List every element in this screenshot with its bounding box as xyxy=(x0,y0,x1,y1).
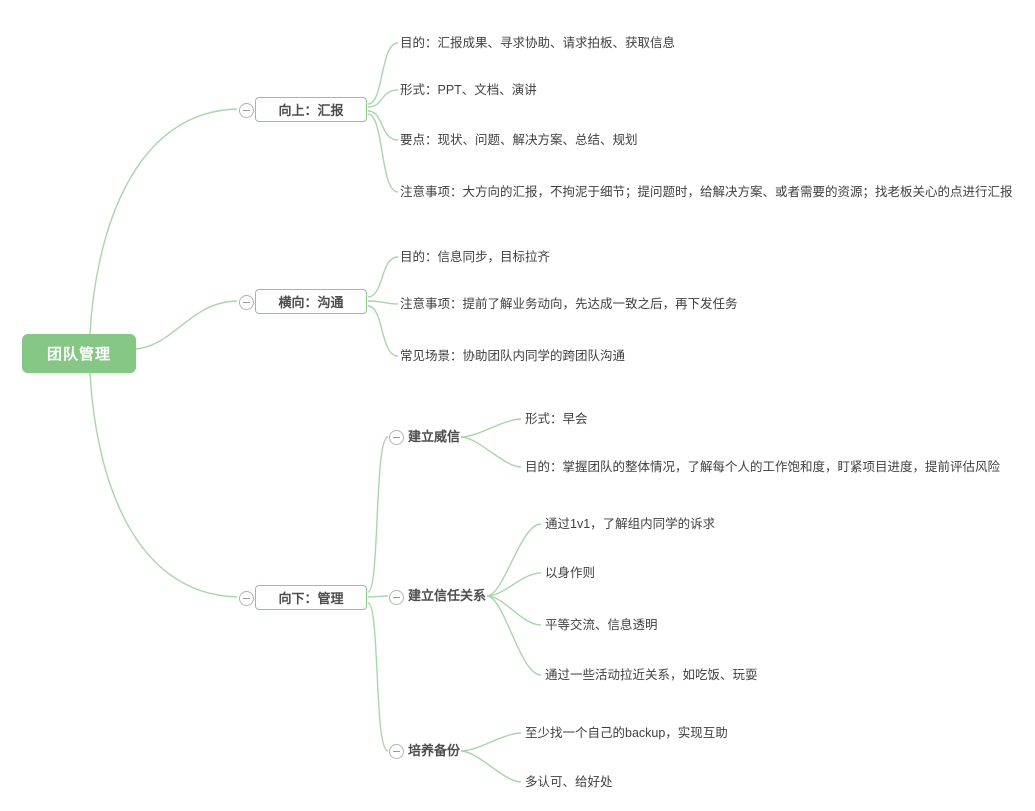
leaf-node[interactable]: 通过1v1，了解组内同学的诉求 xyxy=(545,517,716,531)
leaf-node[interactable]: 平等交流、信息透明 xyxy=(545,618,658,632)
leaf-node[interactable]: 至少找一个自己的backup，实现互助 xyxy=(525,726,728,740)
collapse-icon[interactable] xyxy=(389,590,404,605)
edge xyxy=(367,595,389,598)
subnode-establish-authority[interactable]: 建立威信 xyxy=(408,429,461,444)
edge xyxy=(367,602,389,752)
branch-node-horizontal-communication[interactable]: 横向：沟通 xyxy=(255,289,367,314)
leaf-node[interactable]: 多认可、给好处 xyxy=(525,775,613,789)
edge xyxy=(135,300,238,350)
edge xyxy=(460,750,522,783)
leaf-node[interactable]: 以身作则 xyxy=(545,566,596,580)
leaf-node[interactable]: 常见场景：协助团队内同学的跨团队沟通 xyxy=(400,349,626,363)
edge xyxy=(367,110,399,141)
edge xyxy=(460,732,522,752)
edge xyxy=(367,89,399,108)
edge xyxy=(486,595,542,676)
subnode-build-trust[interactable]: 建立信任关系 xyxy=(408,588,487,603)
leaf-node[interactable]: 目的：掌握团队的整体情况，了解每个人的工作饱和度，盯紧项目进度，提前评估风险 xyxy=(525,460,1001,474)
leaf-node[interactable]: 要点：现状、问题、解决方案、总结、规划 xyxy=(400,133,638,147)
collapse-icon[interactable] xyxy=(239,591,254,606)
edge xyxy=(367,300,399,305)
collapse-icon[interactable] xyxy=(239,295,254,310)
edge xyxy=(460,418,522,438)
edge xyxy=(486,595,542,626)
edge xyxy=(89,371,238,598)
leaf-node[interactable]: 通过一些活动拉近关系，如吃饭、玩耍 xyxy=(545,668,758,682)
subnode-cultivate-backup[interactable]: 培养备份 xyxy=(408,743,461,758)
root-node-team-management[interactable]: 团队管理 xyxy=(22,334,136,373)
edge xyxy=(486,572,542,597)
collapse-icon[interactable] xyxy=(239,103,254,118)
collapse-icon[interactable] xyxy=(389,430,404,445)
branch-node-downward-management[interactable]: 向下：管理 xyxy=(255,585,367,610)
leaf-node[interactable]: 形式：PPT、文档、演讲 xyxy=(400,83,537,97)
branch-node-upward-report[interactable]: 向上：汇报 xyxy=(255,97,367,122)
leaf-node[interactable]: 注意事项：大方向的汇报，不拘泥于细节；提问题时，给解决方案、或者需要的资源；找老… xyxy=(400,185,1013,199)
leaf-node[interactable]: 目的：信息同步，目标拉齐 xyxy=(400,250,551,264)
edge xyxy=(486,523,542,597)
edge xyxy=(367,256,399,298)
edge xyxy=(367,305,399,357)
edge xyxy=(367,42,399,105)
leaf-node[interactable]: 形式：早会 xyxy=(525,412,588,426)
edge xyxy=(89,108,238,335)
leaf-node[interactable]: 注意事项：提前了解业务动向，先达成一致之后，再下发任务 xyxy=(400,297,738,311)
edge xyxy=(460,436,522,468)
leaf-node[interactable]: 目的：汇报成果、寻求协助、请求拍板、获取信息 xyxy=(400,36,676,50)
edge xyxy=(367,436,389,593)
edge xyxy=(367,113,399,193)
collapse-icon[interactable] xyxy=(389,744,404,759)
